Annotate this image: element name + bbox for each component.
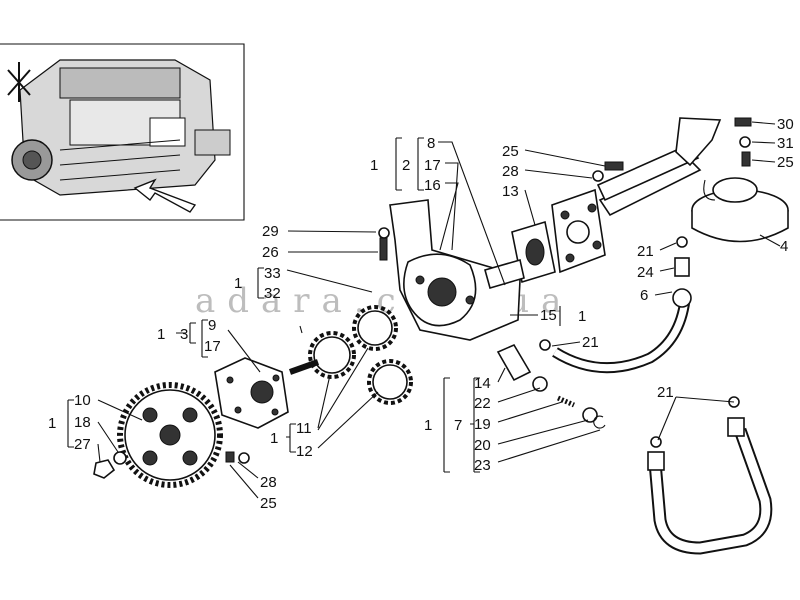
callout-19: 19	[474, 416, 491, 433]
u-pipe	[647, 396, 773, 555]
callout-15: 15	[540, 307, 557, 324]
large-gear-10	[117, 382, 223, 488]
pump-body	[389, 199, 525, 341]
callout-25: 25	[502, 143, 519, 160]
pump-cover-9	[214, 357, 289, 429]
callout-14: 14	[474, 375, 491, 392]
callout-1-b: 1	[234, 275, 242, 292]
callout-30: 30	[777, 116, 794, 133]
callout-33: 33	[264, 265, 281, 282]
callout-31: 31	[777, 135, 794, 152]
callout-27: 27	[74, 436, 91, 453]
callout-7: 7	[454, 417, 462, 434]
flange-plate	[551, 188, 606, 274]
callout-28-b: 28	[260, 474, 277, 491]
nut-27	[93, 451, 127, 479]
callout-26: 26	[262, 244, 279, 261]
callout-32: 32	[264, 285, 281, 302]
oil-pipe-6	[539, 236, 692, 374]
callout-29: 29	[262, 223, 279, 240]
callout-17: 17	[424, 157, 441, 174]
callout-8: 8	[427, 135, 435, 152]
callout-1-d: 1	[157, 326, 165, 343]
idler-gear-12	[367, 359, 413, 405]
callout-16: 16	[424, 177, 441, 194]
leader-lines	[67, 121, 781, 499]
callout-25-b: 25	[777, 154, 794, 171]
callout-9: 9	[208, 317, 216, 334]
callout-1-e: 1	[48, 415, 56, 432]
callout-17-b: 17	[204, 338, 221, 355]
callout-20: 20	[474, 437, 491, 454]
callout-11: 11	[296, 420, 312, 437]
valve-body-14	[496, 343, 606, 429]
callout-21-c: 21	[657, 384, 674, 401]
callout-1-f: 1	[424, 417, 432, 434]
callout-18: 18	[74, 414, 91, 431]
callout-23: 23	[474, 457, 491, 474]
idler-gear-11	[352, 305, 398, 351]
bolt-26	[378, 227, 390, 261]
callout-22: 22	[474, 395, 491, 412]
callout-21-b: 21	[582, 334, 599, 351]
part-labels: 1 2 8 17 16 25 28 13 30 31 25 4 29 26 1 …	[48, 116, 794, 512]
callout-10: 10	[74, 392, 91, 409]
callout-28: 28	[502, 163, 519, 180]
bolts-30-31	[734, 117, 752, 167]
callout-25-c: 25	[260, 495, 277, 512]
callout-1-c: 1	[578, 308, 586, 325]
callout-6: 6	[640, 287, 648, 304]
callout-13: 13	[502, 183, 519, 200]
callout-24: 24	[637, 264, 654, 281]
callout-3: 3	[180, 326, 188, 343]
callout-1: 1	[370, 157, 378, 174]
callout-2: 2	[402, 157, 410, 174]
callout-12: 12	[296, 443, 313, 460]
bolts-25-28	[592, 161, 624, 182]
bolt-25	[225, 451, 250, 464]
drive-gear-11	[288, 331, 356, 379]
engine-inset	[0, 43, 245, 221]
callout-1-g: 1	[270, 430, 278, 447]
callout-4: 4	[780, 238, 788, 255]
callout-21: 21	[637, 243, 654, 260]
oil-intake-4	[596, 117, 789, 243]
